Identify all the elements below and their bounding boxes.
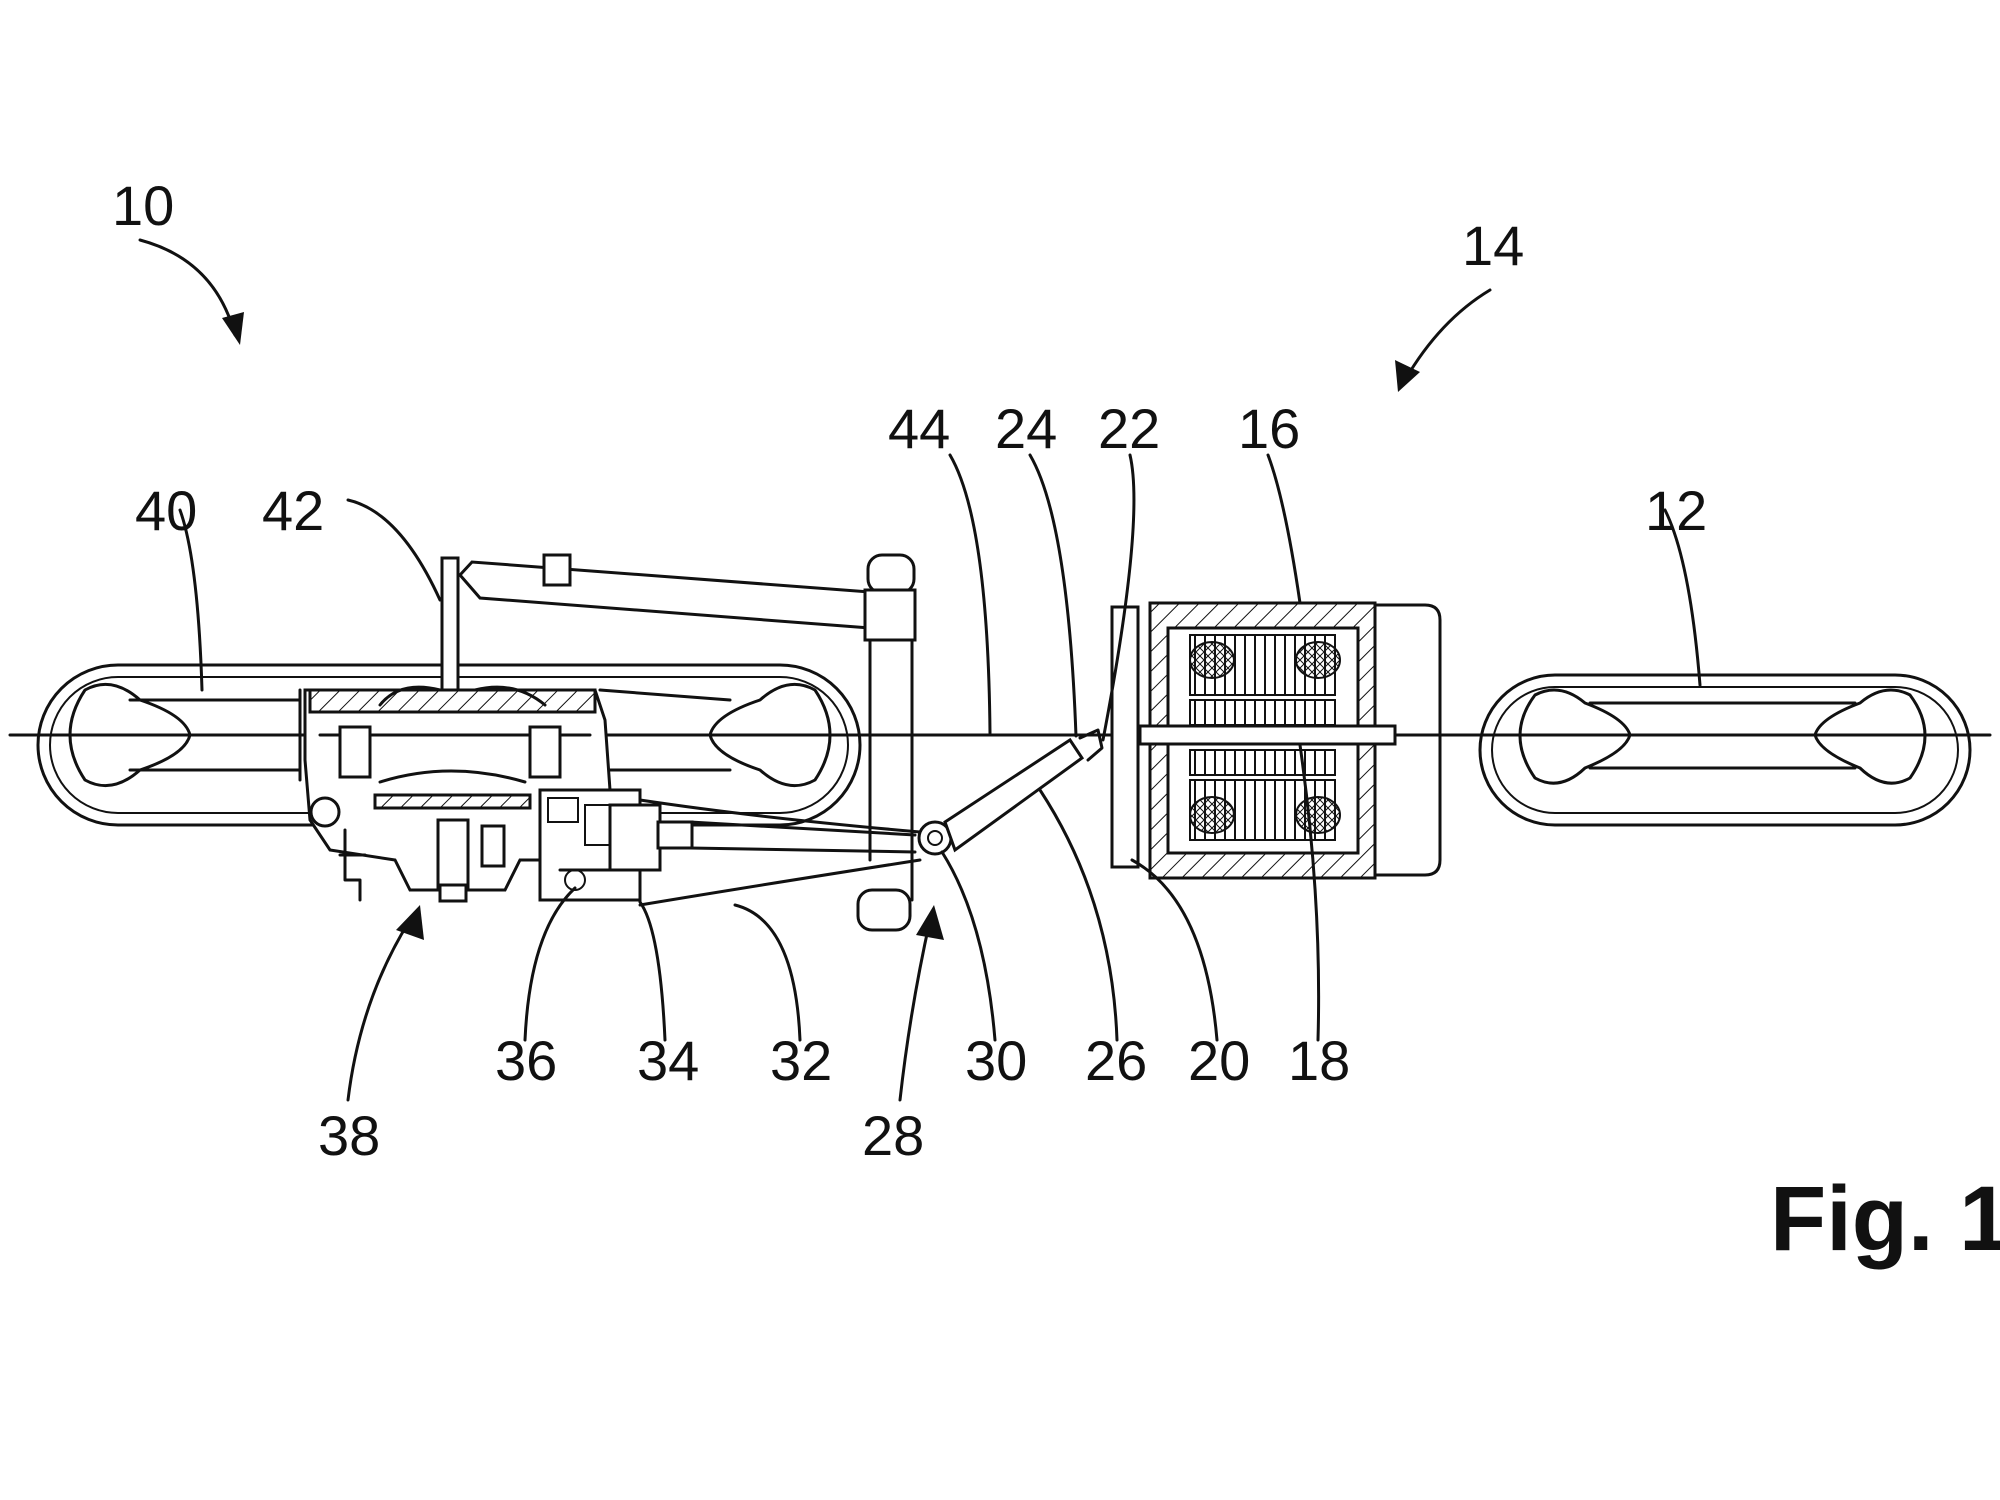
label-24: 24	[995, 397, 1057, 460]
label-22: 22	[1098, 397, 1160, 460]
leader-lines	[138, 238, 1702, 1102]
label-28: 28	[862, 1104, 924, 1167]
label-20: 20	[1188, 1029, 1250, 1092]
label-16: 16	[1238, 397, 1300, 460]
figure-title: Fig. 1	[1770, 1168, 2000, 1270]
label-26: 26	[1085, 1029, 1147, 1092]
label-38: 38	[318, 1104, 380, 1167]
label-30: 30	[965, 1029, 1027, 1092]
label-40: 40	[135, 479, 197, 542]
label-18: 18	[1288, 1029, 1350, 1092]
label-44: 44	[888, 397, 950, 460]
label-34: 34	[637, 1029, 699, 1092]
drive-shaft	[638, 798, 922, 907]
label-32: 32	[770, 1029, 832, 1092]
label-10: 10	[112, 174, 174, 237]
label-42: 42	[262, 479, 324, 542]
label-14: 14	[1462, 214, 1524, 277]
label-12: 12	[1645, 479, 1707, 542]
coupling-assembly	[538, 788, 694, 902]
electric-motor	[1138, 601, 1442, 880]
right-wheel	[1478, 673, 1972, 827]
label-36: 36	[495, 1029, 557, 1092]
disc-plate	[1110, 605, 1140, 869]
gearbox-housing	[303, 685, 612, 903]
joint-and-link	[917, 728, 1104, 856]
